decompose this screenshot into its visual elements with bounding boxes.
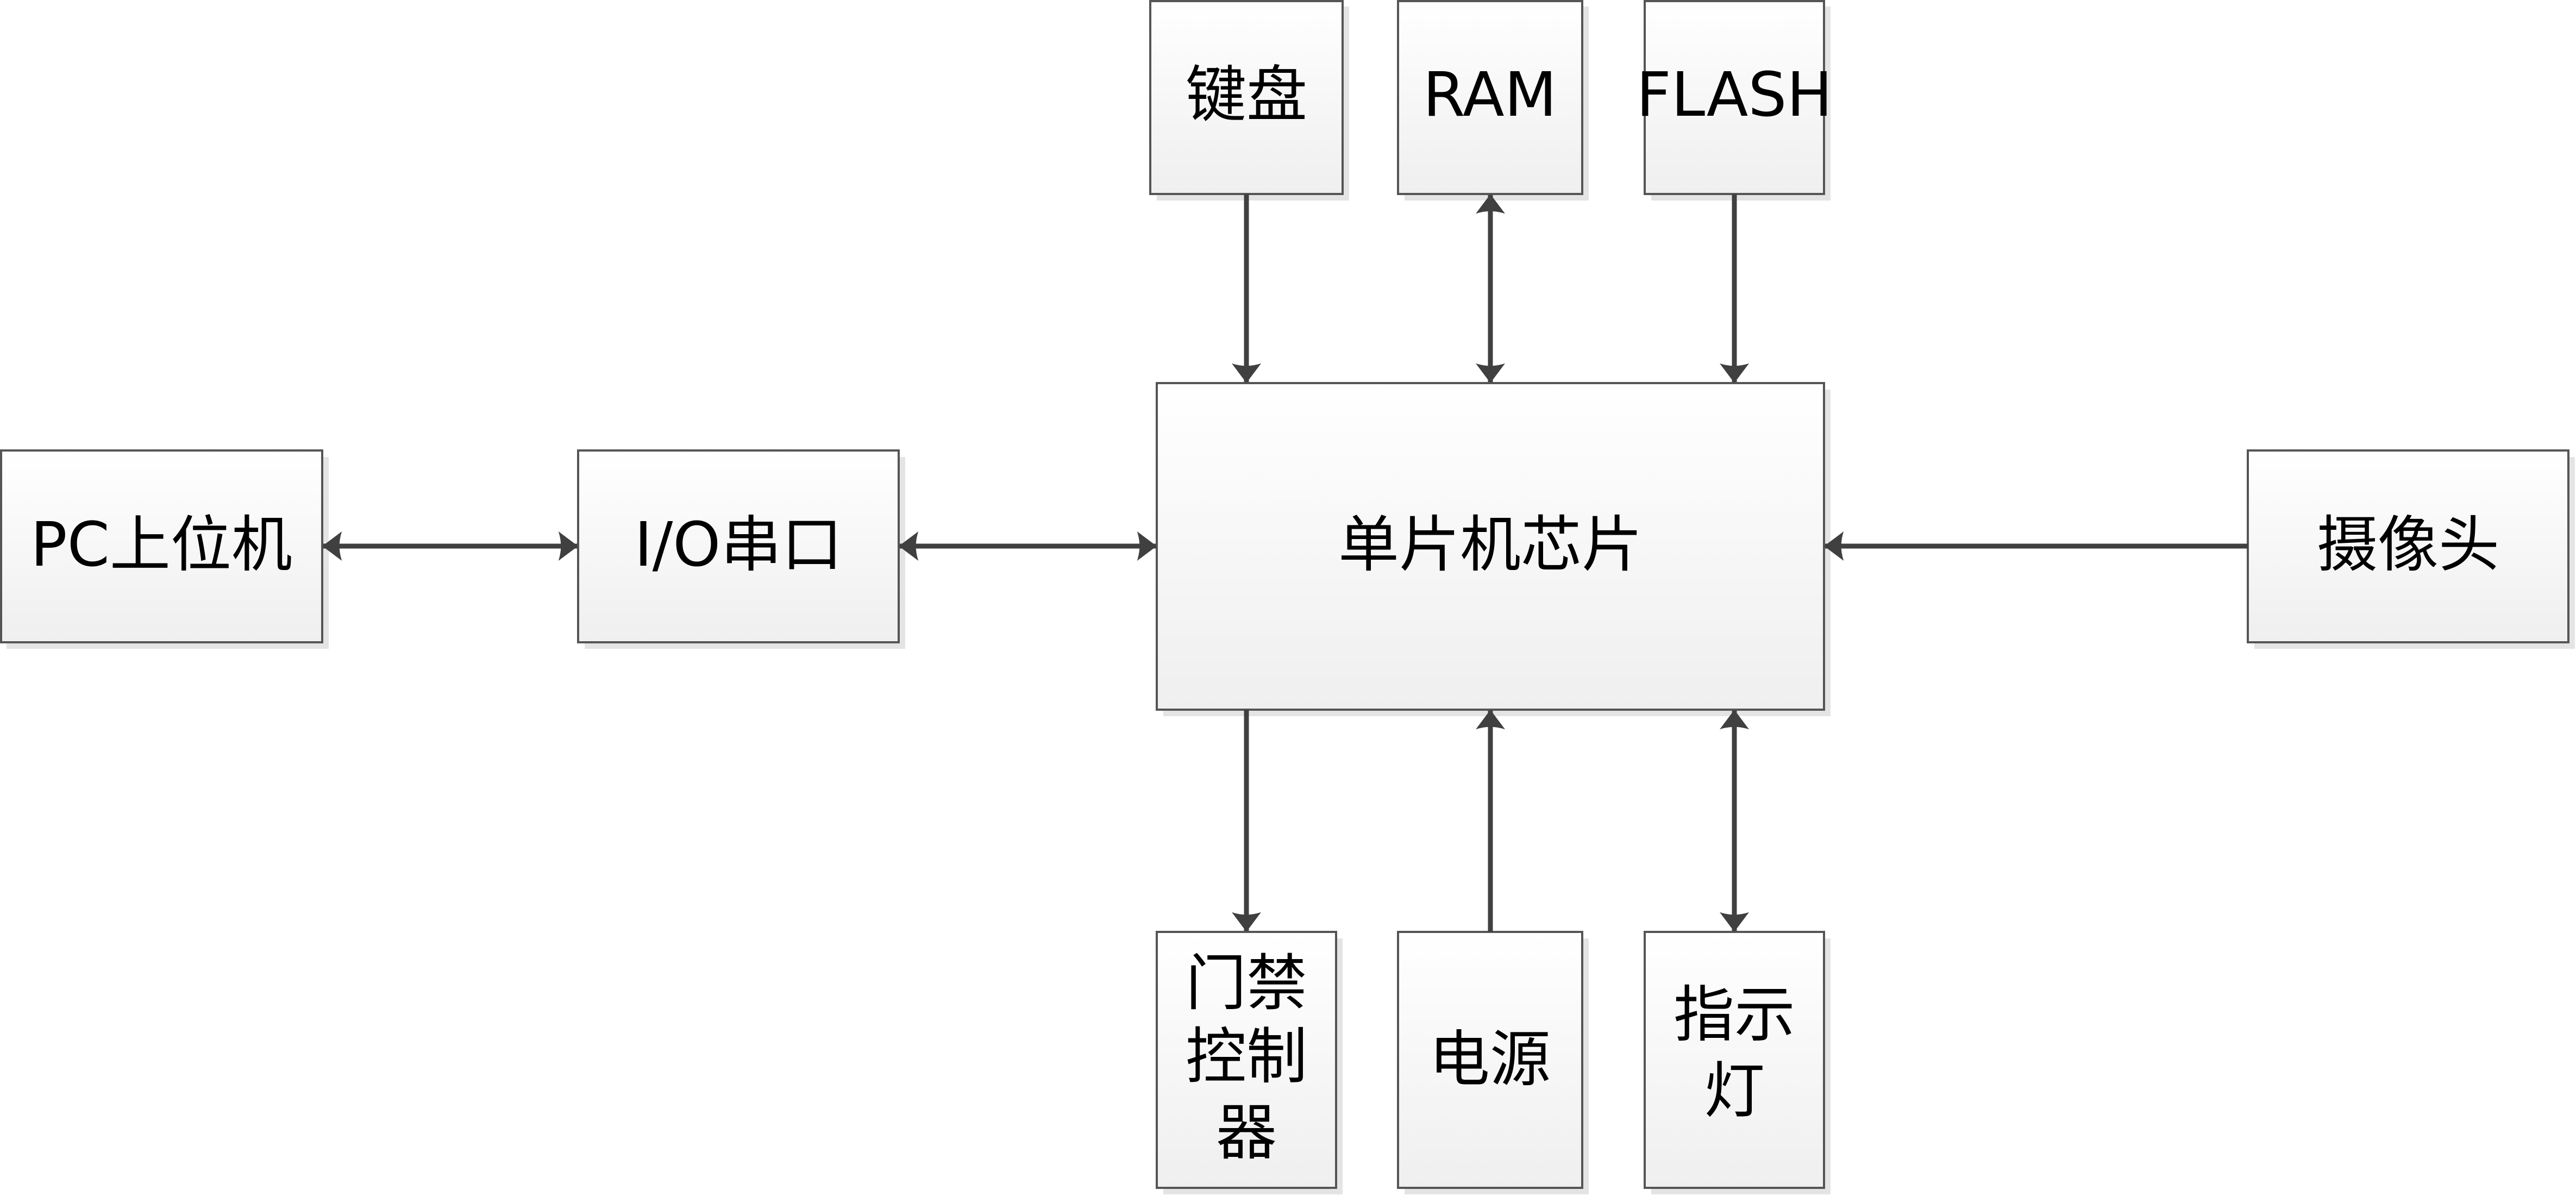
connectors <box>322 194 2248 932</box>
indicator-node: 指示 灯 <box>1644 931 1825 1189</box>
mcu-label: 单片机芯片 <box>1338 510 1643 580</box>
door-label-line3: 器 <box>1216 1098 1277 1168</box>
indicator-label-line1: 指示 <box>1674 980 1795 1050</box>
ram-label: RAM <box>1423 60 1557 130</box>
pc-label: PC上位机 <box>30 510 292 580</box>
camera-label: 摄像头 <box>2317 510 2499 580</box>
keyboard-node: 键盘 <box>1149 0 1344 195</box>
serial-node: I/O串口 <box>577 449 900 643</box>
ram-node: RAM <box>1397 0 1583 195</box>
power-node: 电源 <box>1397 931 1583 1189</box>
flash-node: FLASH <box>1636 0 1833 195</box>
camera-node: 摄像头 <box>2247 449 2569 643</box>
door-label-line1: 门禁 <box>1186 948 1307 1019</box>
keyboard-label: 键盘 <box>1186 60 1307 130</box>
power-label: 电源 <box>1429 1024 1551 1095</box>
flash-label: FLASH <box>1636 60 1832 130</box>
mcu-node: 单片机芯片 <box>1156 382 1825 711</box>
door-controller-node: 门禁 控制 器 <box>1156 931 1337 1189</box>
door-label-line2: 控制 <box>1186 1022 1307 1092</box>
indicator-label-line2: 灯 <box>1704 1056 1765 1126</box>
pc-node: PC上位机 <box>0 449 323 643</box>
serial-label: I/O串口 <box>635 510 843 580</box>
